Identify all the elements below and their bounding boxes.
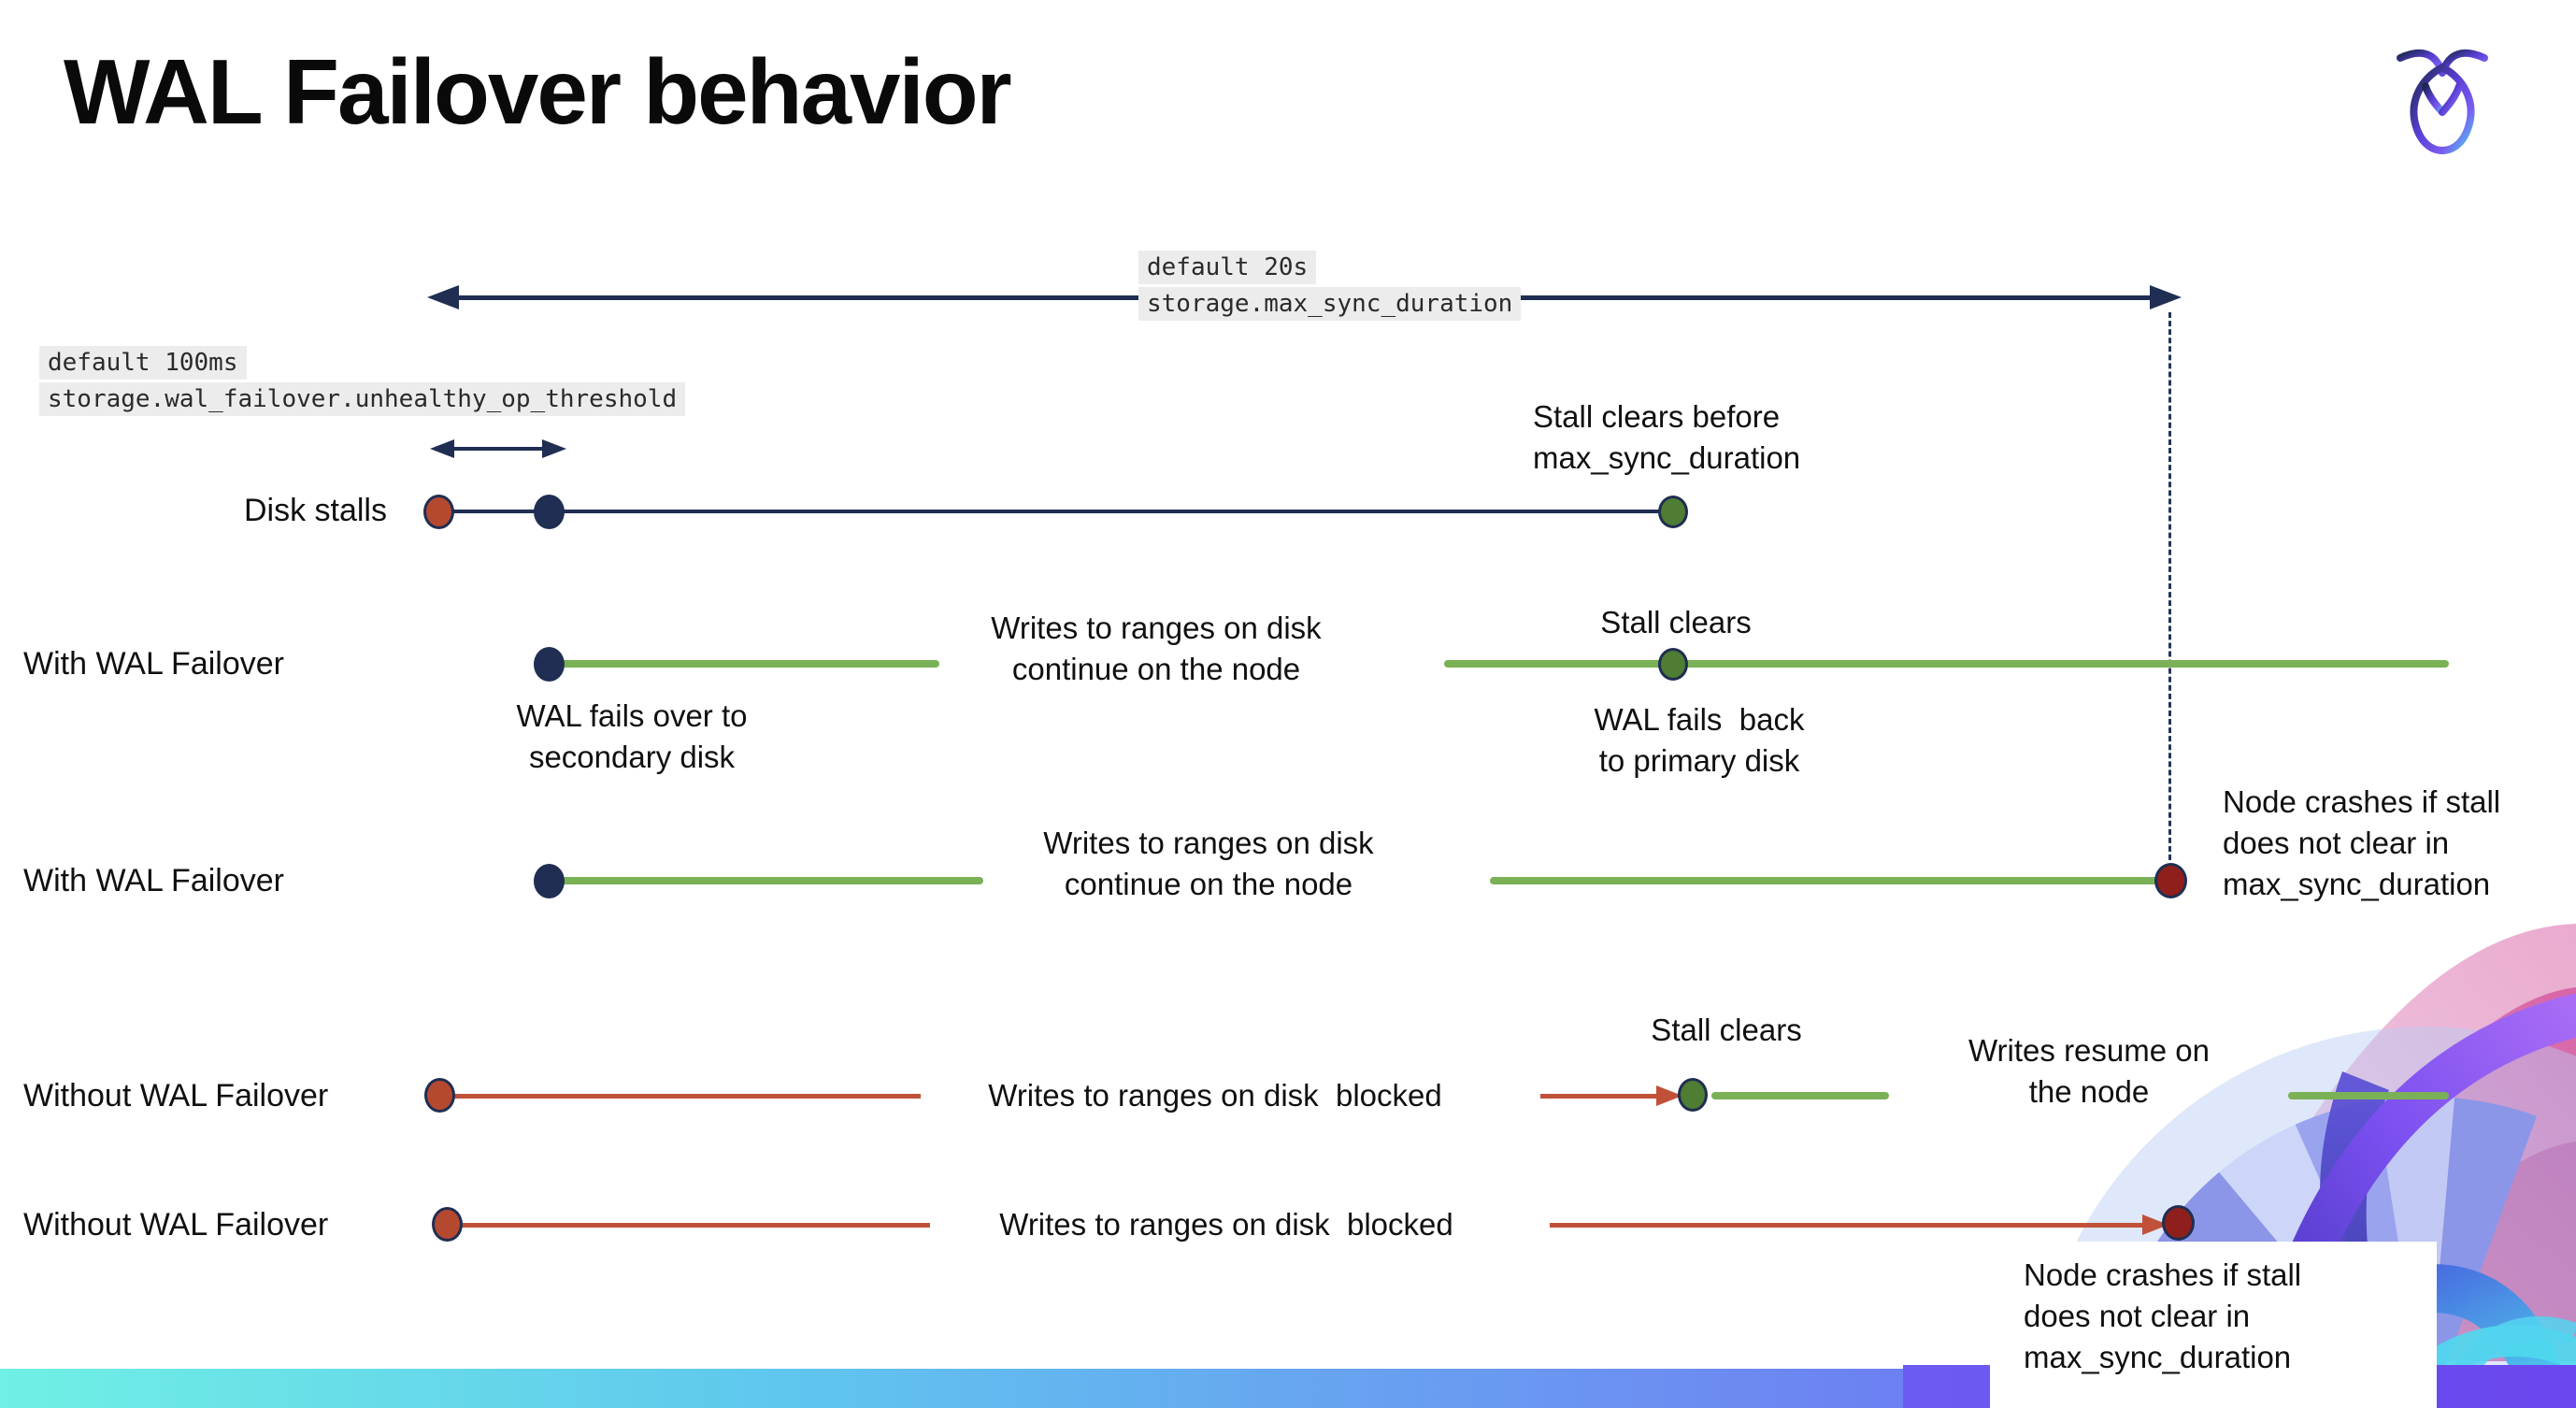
- threshold-arrowhead-left-icon: [430, 439, 454, 458]
- annotation-writes-blocked: Writes to ranges on disk blocked: [988, 1078, 1442, 1113]
- page-title: WAL Failover behavior: [64, 40, 1012, 143]
- annotation-stall-clears: Stall clears: [1600, 605, 1752, 639]
- row-label-with-wal-failover-1: With WAL Failover: [23, 646, 284, 682]
- writes-continue-line-a: [561, 660, 939, 668]
- row-label-without-wal-failover-2: Without WAL Failover: [23, 1207, 329, 1243]
- stall-clears-dot: [1678, 1078, 1708, 1112]
- disk-stall-timeline-line: [438, 510, 1673, 513]
- failover-start-dot: [534, 864, 565, 898]
- arrowhead-right-icon: [2150, 285, 2182, 309]
- annotation-stall-clears-before: Stall clears before max_sync_duration: [1533, 399, 1801, 475]
- node-crashes-callout-box: [1990, 1242, 2437, 1408]
- writes-continue-line-b: [1444, 660, 2449, 668]
- max-sync-default-label: default 20s: [1138, 251, 1317, 284]
- max-sync-setting-label: storage.max_sync_duration: [1138, 287, 1522, 321]
- annotation-stall-clears: Stall clears: [1651, 1013, 1802, 1047]
- threshold-default-label: default 100ms: [39, 346, 247, 380]
- max-sync-deadline-dashed-line: [2168, 312, 2171, 860]
- annotation-writes-blocked: Writes to ranges on disk blocked: [999, 1207, 1453, 1242]
- threshold-arrow-line: [447, 447, 550, 451]
- stall-clears-dot: [1658, 648, 1688, 681]
- annotation-wal-fails-back: WAL fails back to primary disk: [1594, 702, 1805, 778]
- annotation-wal-fails-over: WAL fails over to secondary disk: [516, 698, 748, 774]
- writes-continue-line-b: [1490, 877, 2167, 884]
- cockroachdb-logo-icon: [2397, 49, 2488, 155]
- row-label-disk-stalls: Disk stalls: [243, 493, 387, 528]
- stall-start-dot: [423, 495, 454, 529]
- stall-clears-arrow-line: [1540, 1094, 1662, 1099]
- threshold-arrowhead-right-icon: [542, 439, 566, 458]
- max-sync-duration-label: default 20s storage.max_sync_duration: [1138, 251, 1522, 323]
- failover-threshold-dot: [534, 495, 565, 529]
- annotation-writes-continue: Writes to ranges on disk continue on the…: [1043, 826, 1374, 901]
- row-label-without-wal-failover-1: Without WAL Failover: [23, 1078, 329, 1113]
- failover-start-dot: [534, 647, 565, 682]
- threshold-setting-label: storage.wal_failover.unhealthy_op_thresh…: [39, 382, 686, 416]
- writes-continue-line-a: [561, 877, 983, 884]
- row-label-with-wal-failover-2: With WAL Failover: [23, 863, 284, 898]
- writes-blocked-line: [439, 1094, 921, 1099]
- stall-start-dot: [424, 1078, 455, 1113]
- annotation-writes-resume: Writes resume on the node: [1968, 1033, 2210, 1109]
- unhealthy-op-threshold-label: default 100ms storage.wal_failover.unhea…: [39, 346, 686, 419]
- node-crash-arrow-line: [1550, 1223, 2148, 1228]
- writes-resume-line-a: [1711, 1092, 1889, 1099]
- stall-clears-arrowhead-icon: [1656, 1085, 1682, 1106]
- annotation-writes-continue: Writes to ranges on disk continue on the…: [991, 611, 1322, 686]
- arrowhead-left-icon: [427, 285, 459, 309]
- writes-blocked-line: [447, 1223, 930, 1228]
- annotation-node-crashes: Node crashes if stall does not clear in …: [2024, 1257, 2302, 1374]
- annotation-node-crashes: Node crashes if stall does not clear in …: [2223, 784, 2501, 901]
- stall-start-dot: [432, 1207, 463, 1242]
- stall-clears-dot: [1658, 496, 1688, 528]
- writes-resume-line-b: [2288, 1092, 2449, 1099]
- node-crash-dot: [2162, 1205, 2195, 1241]
- node-crash-dot: [2154, 863, 2187, 898]
